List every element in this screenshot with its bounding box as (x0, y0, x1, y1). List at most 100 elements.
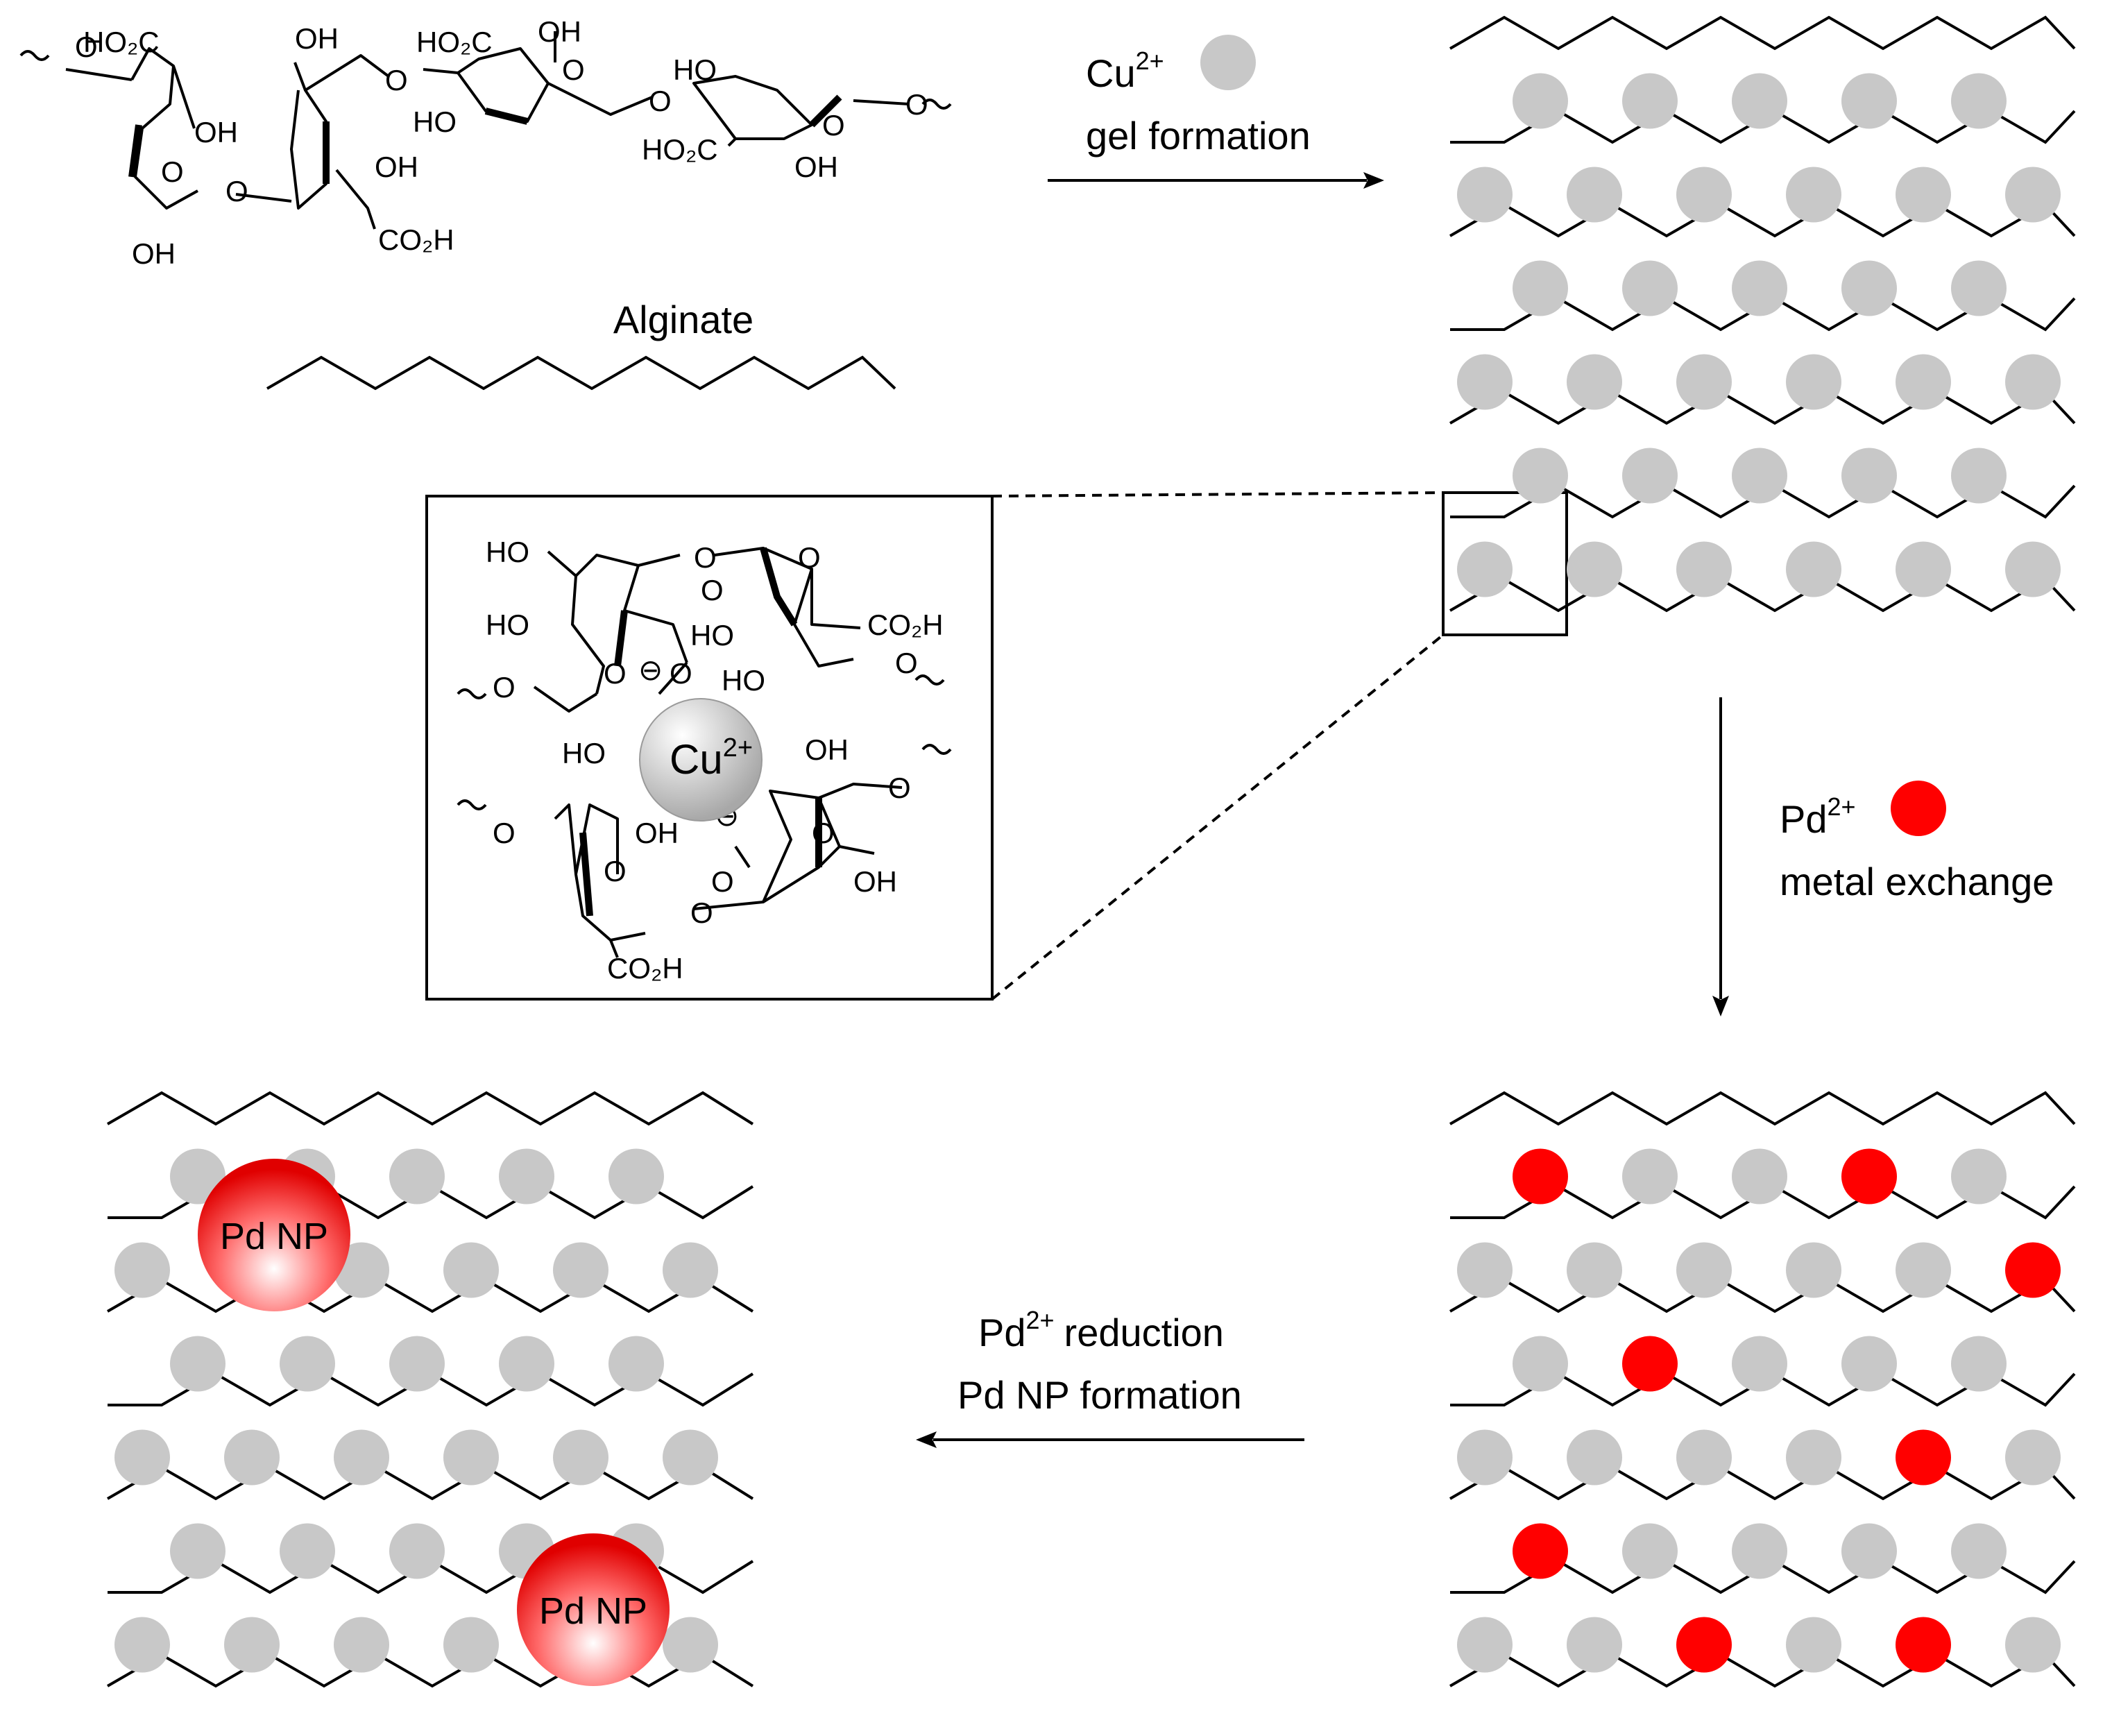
copper-bead (170, 1336, 225, 1392)
copper-bead (1951, 1148, 2007, 1205)
atom-label: OH (538, 15, 581, 48)
copper-bead (608, 1148, 664, 1205)
copper-bead (1567, 167, 1622, 223)
copper-bead (389, 1336, 445, 1392)
wavy-terminal (921, 744, 952, 755)
atom-label: O (895, 647, 918, 679)
copper-bead (1732, 260, 1787, 316)
copper-bead (1732, 73, 1787, 129)
copper-bead (170, 1523, 225, 1579)
atom-label: HO (562, 737, 606, 769)
bond (304, 54, 390, 92)
atom-label: O (493, 671, 516, 704)
copper-bead (1786, 167, 1841, 223)
copper-bead (1841, 448, 1897, 504)
palladium-bead (1513, 1148, 1568, 1205)
pd-nanoparticle (517, 1533, 670, 1686)
cu-gel-panel (1449, 15, 2076, 613)
gel-formation-arrow (1048, 172, 1384, 189)
alginate-chain (107, 1278, 754, 1313)
copper-bead (1951, 1523, 2007, 1579)
copper-bead (170, 1148, 225, 1205)
copper-bead (1896, 541, 1951, 597)
bond (734, 845, 751, 869)
copper-bead (1622, 73, 1678, 129)
atom-label: O (562, 53, 585, 86)
wavy-terminal (921, 99, 952, 110)
pd-np-formation-label: Pd NP formation (957, 1373, 1242, 1417)
ring-bond (130, 47, 198, 210)
palladium-bead (1676, 1617, 1732, 1673)
atom-label: O (812, 817, 835, 849)
atom-label: O (690, 896, 713, 929)
copper-bead (1676, 1242, 1732, 1298)
alginate-chain-symbol (266, 355, 896, 391)
copper-bead (1457, 541, 1513, 597)
copper-bead (499, 1148, 554, 1205)
copper-bead (499, 1336, 554, 1392)
atom-label: CO₂H (378, 223, 454, 256)
wavy-terminal (19, 50, 50, 61)
bond (810, 569, 861, 629)
ring-bond (692, 75, 813, 140)
palladium-bead (1896, 1429, 1951, 1486)
bond (609, 939, 619, 958)
copper-bead (1732, 1523, 1787, 1579)
copper-bead (1676, 167, 1732, 223)
atom-label: O (161, 155, 184, 188)
copper-bead (608, 1336, 664, 1392)
copper-bead (2005, 167, 2061, 223)
copper-bead (114, 1429, 170, 1486)
bond (235, 193, 292, 203)
atom-label: O (649, 85, 672, 117)
copper-bead (1732, 448, 1787, 504)
bond (547, 82, 653, 116)
pd-nanoparticle-label: Pd NP (220, 1216, 328, 1257)
copper-bead (2005, 541, 2061, 597)
copper-bead (334, 1242, 389, 1298)
atom-label: HO₂C (416, 26, 493, 58)
bond (727, 137, 737, 147)
atom-label: O (75, 31, 98, 63)
copper-bead (1513, 448, 1568, 504)
palladium-bead (1896, 1617, 1951, 1673)
gel-formation-label: gel formation (1086, 114, 1311, 158)
atom-label: HO (673, 53, 717, 86)
egg-box-structure (457, 547, 952, 958)
bond (818, 783, 903, 799)
metal-exchange-label: metal exchange (1780, 860, 2054, 903)
alginate-chain (107, 1091, 754, 1126)
copper-bead (1951, 448, 2007, 504)
atom-label: OH (132, 237, 176, 270)
copper-bead (1513, 73, 1568, 129)
wedge-bond (579, 832, 593, 917)
palladium-bead (1513, 1523, 1568, 1579)
copper-bead (389, 1148, 445, 1205)
copper-bead (1676, 1429, 1732, 1486)
atom-label: O (670, 657, 692, 690)
copper-bead (224, 1429, 280, 1486)
copper-ion-sphere (639, 698, 763, 822)
copper-bead (1457, 1242, 1513, 1298)
copper-bead (224, 1617, 280, 1673)
atom-label: ⊖ (638, 654, 663, 686)
copper-bead (1786, 1617, 1841, 1673)
copper-bead (1786, 1242, 1841, 1298)
wedge-bond (760, 547, 798, 627)
alginate-chain (1449, 390, 2076, 425)
atom-label: O (604, 657, 627, 690)
atom-label: O (798, 541, 821, 574)
ring-bond (547, 550, 681, 577)
atom-label: OH (635, 817, 679, 849)
pd-nanoparticle (198, 1159, 350, 1311)
copper-bead (280, 1523, 335, 1579)
copper-bead (2005, 1617, 2061, 1673)
copper-bead (1567, 541, 1622, 597)
alginate-structure (19, 31, 952, 230)
copper-bead (2005, 354, 2061, 410)
copper-bead (1622, 448, 1678, 504)
atom-label: OH (853, 865, 897, 898)
pd-reduction-label: Pd2+reduction (978, 1306, 1224, 1354)
copper-bead (1896, 1242, 1951, 1298)
alginate-chain (1449, 577, 2076, 613)
